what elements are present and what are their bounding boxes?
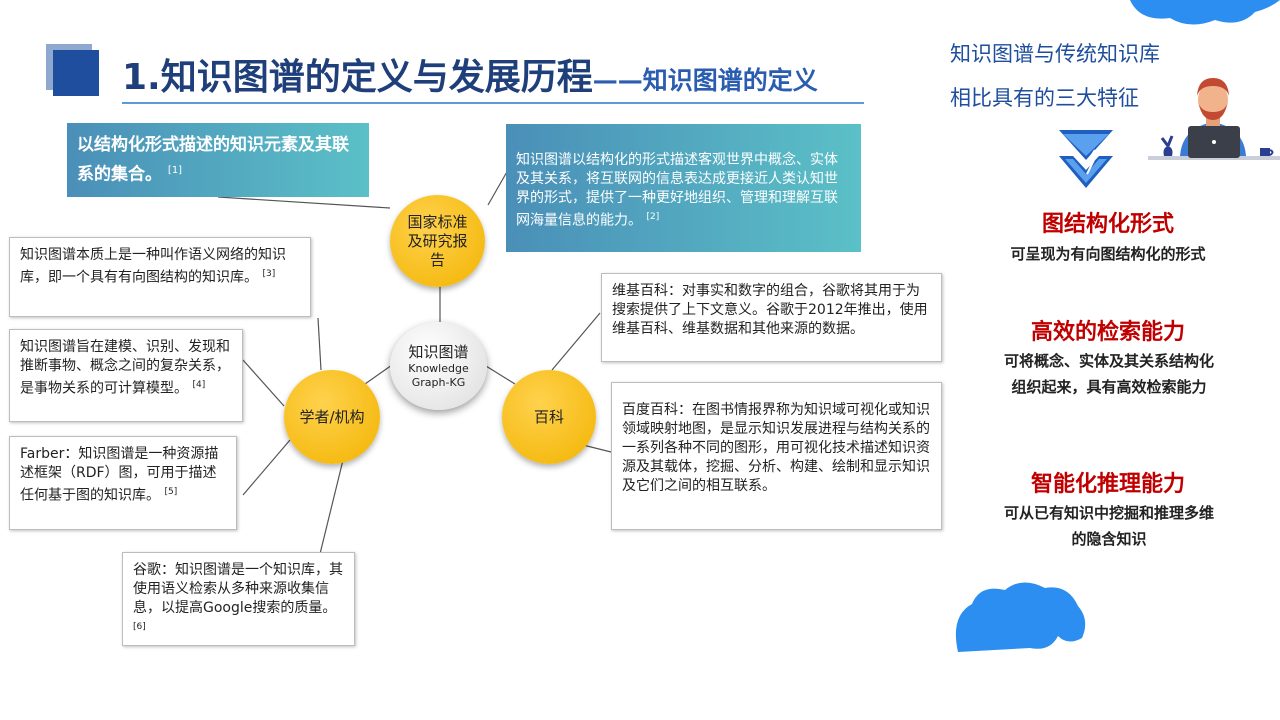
standard-ref: [2] — [646, 212, 660, 222]
scholar-text-2: 知识图谱旨在建模、识别、发现和推断事物、概念之间的复杂关系，是事物关系的可计算模… — [20, 339, 230, 397]
hub-center-line3: Graph-KG — [411, 375, 466, 389]
definition-ref: [1] — [167, 165, 183, 176]
right-heading-line1: 知识图谱与传统知识库 — [950, 42, 1160, 66]
standard-text: 知识图谱以结构化的形式描述客观世界中概念、实体及其关系，将互联网的信息表达成更接… — [516, 152, 838, 229]
feature-title-3: 智能化推理能力 — [1030, 472, 1185, 497]
definition-box: 以结构化形式描述的知识元素及其联系的集合。 [1] — [67, 123, 369, 197]
chevron-down-icon — [1059, 130, 1113, 188]
feature-desc-2: 可将概念、实体及其关系结构化组织起来，具有高效检索能力 — [1003, 352, 1214, 396]
baidu-text: 百度百科：在图书情报界称为知识域可视化或知识领域映射地图，是显示知识发展进程与结… — [622, 402, 930, 494]
feature-desc-3: 可从已有知识中挖掘和推理多维的隐含知识 — [1003, 504, 1214, 548]
scholar-ref-4: [6] — [133, 622, 146, 632]
hub-standard[interactable]: 国家标准及研究报告 — [390, 195, 485, 287]
hub-center-line1: 知识图谱 — [408, 342, 469, 361]
hub-encyclopedia[interactable]: 百科 — [502, 370, 596, 464]
wikipedia-text: 维基百科：对事实和数字的组合，谷歌将其用于为搜索提供了上下文意义。谷歌于2012… — [612, 283, 928, 337]
title-main: 1.知识图谱的定义与发展历程 — [122, 57, 593, 98]
title-square-front — [53, 50, 99, 96]
standard-definition-box: 知识图谱以结构化的形式描述客观世界中概念、实体及其关系，将互联网的信息表达成更接… — [506, 124, 861, 252]
title-dash: —— — [592, 66, 643, 95]
scholar-box-1: 知识图谱本质上是一种叫作语义网络的知识库，即一个具有有向图结构的知识库。 [3] — [9, 237, 311, 317]
scholar-box-4: 谷歌：知识图谱是一个知识库，其使用语义检索从多种来源收集信息，以提高Google… — [122, 552, 355, 646]
hub-standard-label: 国家标准及研究报告 — [407, 212, 468, 269]
definition-text: 以结构化形式描述的知识元素及其联系的集合。 — [77, 135, 349, 185]
encyclopedia-box-wikipedia: 维基百科：对事实和数字的组合，谷歌将其用于为搜索提供了上下文意义。谷歌于2012… — [601, 273, 942, 362]
scholar-text-4: 谷歌：知识图谱是一个知识库，其使用语义检索从多种来源收集信息，以提高Google… — [133, 562, 343, 616]
person-laptop-icon — [1148, 78, 1280, 160]
scholar-box-2: 知识图谱旨在建模、识别、发现和推断事物、概念之间的复杂关系，是事物关系的可计算模… — [9, 329, 243, 422]
scholar-ref-2: [4] — [192, 380, 206, 390]
top-right-cloud-decoration — [1130, 0, 1280, 25]
hub-knowledge-graph[interactable]: 知识图谱 Knowledge Graph-KG — [390, 322, 487, 410]
title-rule — [122, 102, 864, 104]
scholar-ref-3: [5] — [164, 487, 178, 497]
page-title: 1.知识图谱的定义与发展历程——知识图谱的定义 — [122, 48, 818, 100]
scholar-text-1: 知识图谱本质上是一种叫作语义网络的知识库，即一个具有有向图结构的知识库。 — [20, 247, 286, 286]
feature-title-1: 图结构化形式 — [1041, 212, 1174, 237]
hub-scholars-label: 学者/机构 — [299, 407, 365, 426]
feature-desc-1: 可呈现为有向图结构化的形式 — [1010, 245, 1206, 263]
right-heading-line2: 相比具有的三大特征 — [950, 86, 1139, 110]
bottom-right-cloud-decoration — [955, 582, 1086, 652]
title-sub: 知识图谱的定义 — [642, 66, 818, 95]
scholar-ref-1: [3] — [262, 269, 276, 279]
hub-center-line2: Knowledge — [408, 361, 469, 375]
hub-encyclopedia-label: 百科 — [533, 407, 564, 426]
encyclopedia-box-baidu: 百度百科：在图书情报界称为知识域可视化或知识领域映射地图，是显示知识发展进程与结… — [611, 382, 942, 530]
feature-title-2: 高效的检索能力 — [1030, 320, 1185, 345]
scholar-box-3: Farber：知识图谱是一种资源描述框架（RDF）图，可用于描述任何基于图的知识… — [9, 436, 237, 530]
hub-scholars[interactable]: 学者/机构 — [284, 370, 380, 464]
scholar-text-3: Farber：知识图谱是一种资源描述框架（RDF）图，可用于描述任何基于图的知识… — [20, 446, 219, 504]
